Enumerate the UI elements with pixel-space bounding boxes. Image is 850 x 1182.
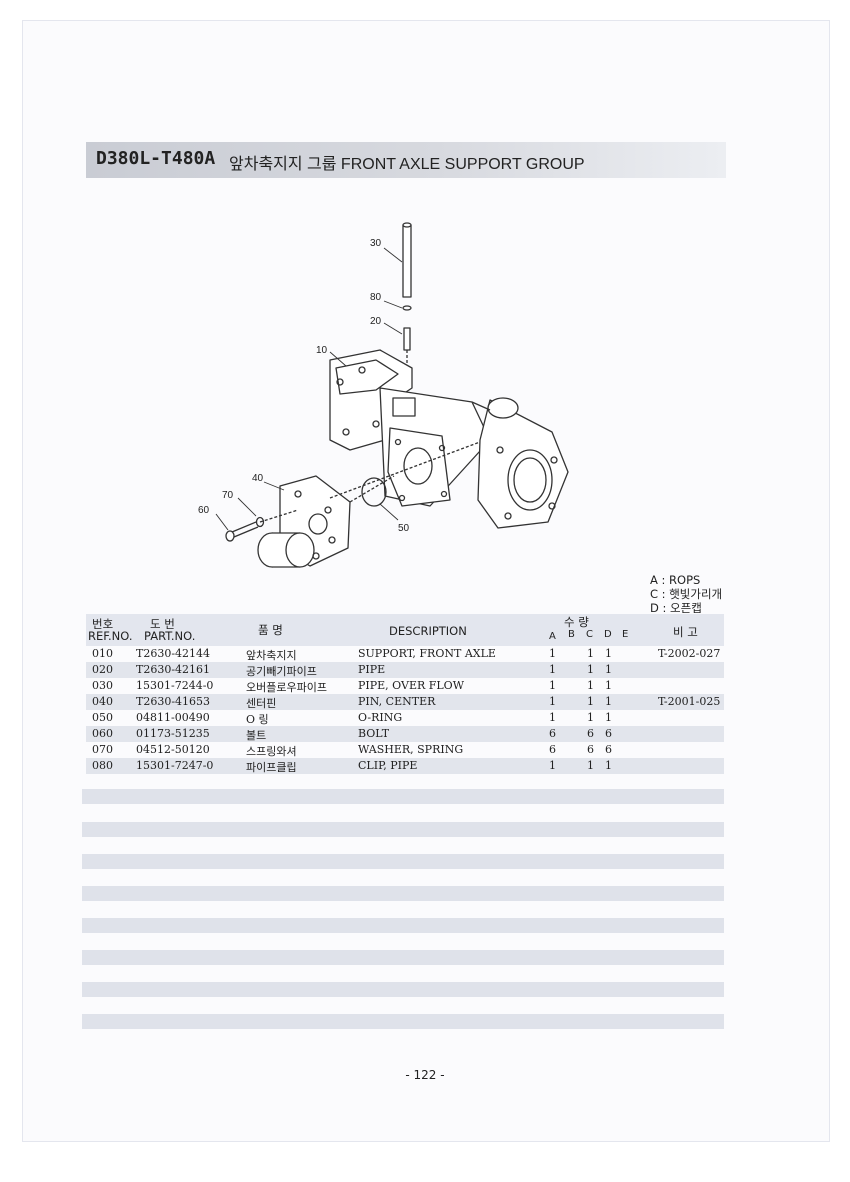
table-row: 070 04512-50120 스프링와셔 WASHER, SPRING 6 6…	[92, 743, 612, 758]
header-ref: REF.NO.	[88, 629, 133, 643]
header-qty-ko: 수 량	[564, 615, 589, 629]
empty-row-stripe	[82, 886, 724, 901]
header-ref-ko: 번호	[92, 617, 114, 631]
header-description: DESCRIPTION	[389, 624, 467, 638]
pipe-fitting-part	[403, 327, 411, 351]
parts-diagram: 30 80 20 10 40 70 60 50	[198, 222, 569, 568]
empty-row-stripe	[82, 854, 724, 869]
spring-washer-part	[255, 516, 265, 528]
model-title: D380L-T480A	[96, 148, 216, 169]
table-row: 050 04811-00490 O 링 O-RING 1 1 1	[92, 711, 612, 726]
empty-row-stripe	[82, 950, 724, 965]
callout-80: 80	[370, 292, 382, 303]
legend: A : ROPS C : 햇빛가리개 D : 오픈캡	[650, 573, 722, 615]
pipe-part	[402, 224, 412, 298]
legend-item: C : 햇빛가리개	[650, 587, 723, 601]
empty-row-stripe	[82, 982, 724, 997]
empty-row-stripe	[82, 918, 724, 933]
group-title: 앞차축지지 그룹 FRONT AXLE SUPPORT GROUP	[229, 156, 585, 173]
table-row: 030 15301-7244-0 오버플로우파이프 PIPE, OVER FLO…	[92, 679, 612, 694]
legend-item: D : 오픈캡	[650, 601, 702, 615]
callout-20: 20	[370, 316, 382, 327]
callout-70: 70	[222, 490, 234, 501]
callout-30: 30	[370, 238, 382, 249]
callout-40: 40	[252, 473, 264, 484]
empty-row-stripe	[82, 789, 724, 804]
header-part-ko: 도 번	[150, 617, 175, 631]
header-remark-ko: 비 고	[673, 625, 698, 639]
header-qty-e: E	[622, 629, 629, 640]
header-qty-a: A	[549, 631, 556, 642]
header-qty-b: B	[568, 629, 575, 640]
page-number: - 122 -	[405, 1068, 445, 1082]
header-part: PART.NO.	[144, 629, 196, 643]
callout-10: 10	[316, 345, 328, 356]
bolt-part	[225, 521, 259, 542]
table-row: 010 T2630-42144 앞차축지지 SUPPORT, FRONT AXL…	[92, 647, 721, 662]
legend-item: A : ROPS	[650, 573, 701, 587]
title-bar	[86, 142, 726, 178]
empty-row-stripe	[82, 822, 724, 837]
header-name-ko: 품 명	[258, 623, 283, 637]
table-header	[86, 614, 724, 646]
table-row: 040 T2630-41653 센터핀 PIN, CENTER 1 1 1 T-…	[86, 694, 724, 710]
callout-50: 50	[398, 523, 410, 534]
table-row: 080 15301-7247-0 파이프클립 CLIP, PIPE 1 1 1	[86, 758, 724, 774]
center-pin-part	[257, 475, 351, 568]
header-qty-c: C	[586, 629, 593, 640]
table-row: 060 01173-51235 볼트 BOLT 6 6 6	[86, 726, 724, 742]
clip-part	[402, 305, 412, 311]
empty-row-stripe	[82, 1014, 724, 1029]
parts-table: 010 T2630-42144 앞차축지지 SUPPORT, FRONT AXL…	[86, 646, 724, 774]
callout-60: 60	[198, 505, 210, 516]
o-ring-part	[361, 477, 387, 507]
table-row: 020 T2630-42161 공기빼기파이프 PIPE 1 1 1	[86, 662, 724, 678]
header-qty-d: D	[604, 629, 612, 640]
